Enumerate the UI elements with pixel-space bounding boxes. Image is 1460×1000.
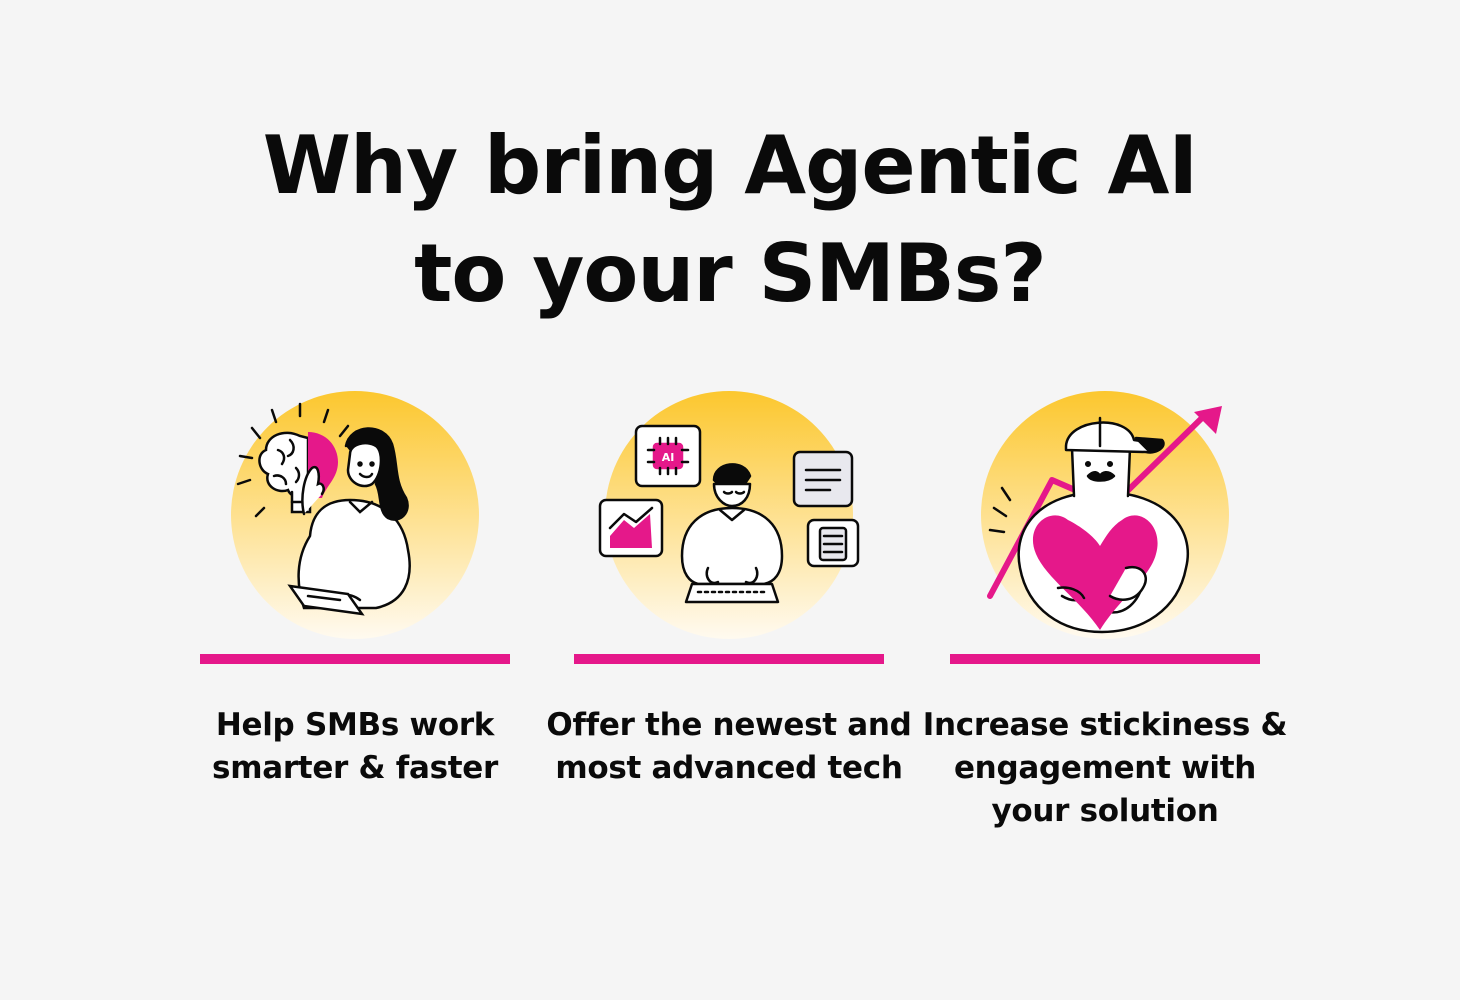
man-hugging-heart-growth-arrow-illustration [981,391,1229,639]
benefit-caption: Offer the newest and most advanced tech [546,707,912,786]
person-typing-with-ai-widgets-illustration: AI [598,391,860,639]
person-with-brain-lightbulb-illustration [231,391,479,639]
accent-bar [200,654,510,664]
page-title: Why bring Agentic AI to your SMBs? [0,112,1460,328]
ai-chip-label: AI [662,451,675,464]
accent-bar [574,654,884,664]
title-line-2: to your SMBs? [414,227,1047,320]
benefit-caption: Help SMBs work smarter & faster [212,707,498,786]
accent-bar [950,654,1260,664]
title-line-1: Why bring Agentic AI [262,119,1198,212]
benefit-caption: Increase stickiness & engagement with yo… [922,707,1288,829]
